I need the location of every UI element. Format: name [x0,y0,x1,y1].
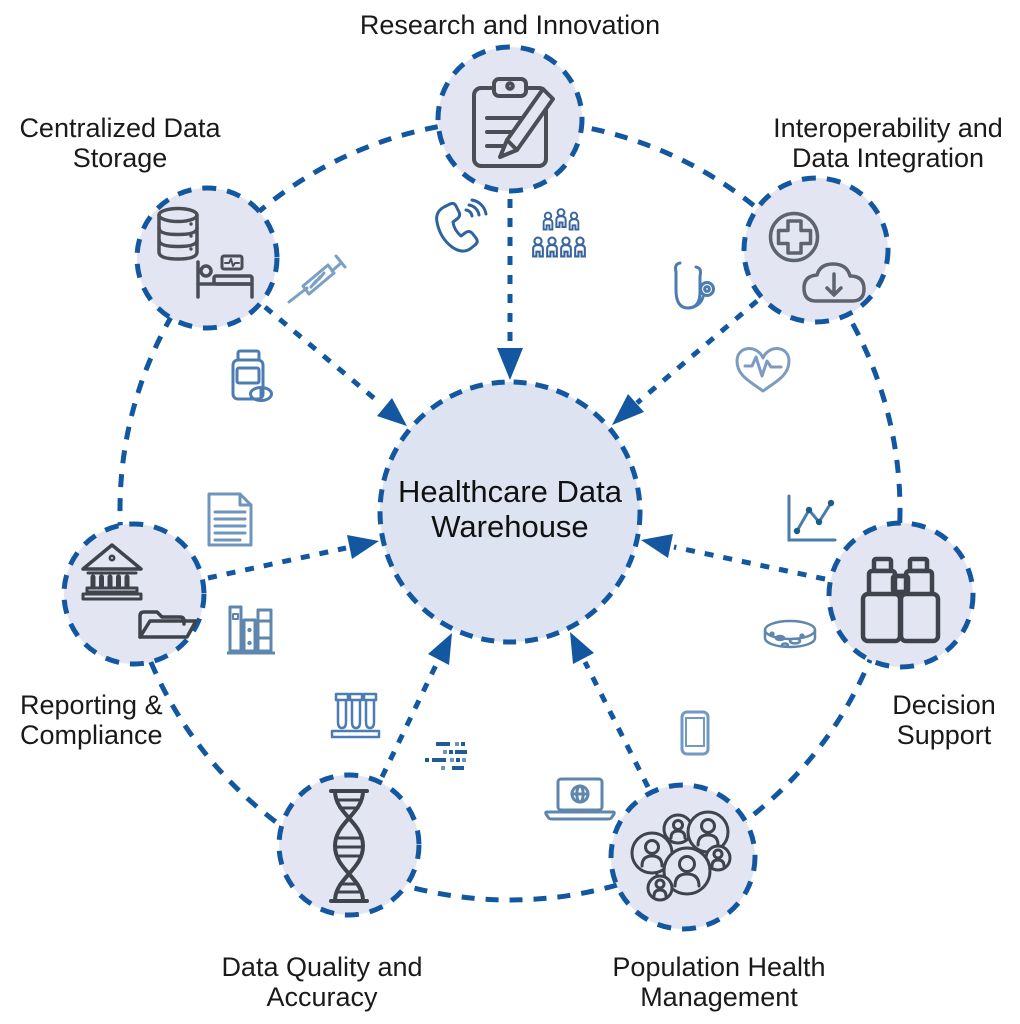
arrowhead-storage [377,398,407,426]
hub-label: Healthcare Data Warehouse [397,474,622,544]
arrowhead-population [570,632,594,664]
arrowhead-quality [428,633,452,665]
syringe-icon [287,254,347,304]
node-label-storage: Centralized Data Storage [19,113,221,173]
petri-dish-icon [763,619,817,649]
medical-cross-cloud-download-icon [768,211,866,303]
telephone-icon [435,198,488,253]
node-label-decision: Decision Support [892,690,996,750]
arrow-line-interoperability [635,299,759,405]
laptop-globe-icon [544,777,616,821]
books-icon [227,605,275,655]
node-label-research: Research and Innovation [300,10,720,40]
node-circle-quality [276,772,422,918]
arrowhead-research [497,348,523,380]
dna-helix-icon [329,789,369,903]
data-dots-icon [425,742,467,770]
hub-circle [377,379,643,645]
node-label-quality: Data Quality and Accuracy [221,952,423,1012]
mobile-phone-icon [680,710,710,756]
binoculars-icon [860,556,941,644]
people-network-icon [630,810,732,902]
node-label-population: Population Health Management [612,952,826,1012]
connector-ring [117,117,903,903]
hub-arrows [207,199,826,789]
node-circle-storage [134,185,280,331]
stethoscope-icon [674,261,715,310]
arrowhead-reporting [347,535,379,559]
line-chart-icon [787,494,837,542]
test-tubes-icon [330,692,381,739]
node-label-interoperability: Interoperability and Data Integration [773,113,1003,173]
heart-ekg-icon [735,347,791,393]
arrow-line-quality [379,661,440,779]
arrowhead-decision [641,534,673,558]
people-group-icon [532,208,586,258]
document-icon [207,492,253,547]
arrow-line-population [582,660,651,789]
database-patient-bed-icon [157,206,254,299]
pill-bottle-icon [231,349,273,402]
hub-arrowheads [347,348,673,665]
arrow-line-reporting [207,545,347,581]
clipboard-pencil-icon [472,77,555,168]
node-label-reporting: Reporting & Compliance [20,690,163,750]
arrowhead-interoperability [612,394,644,425]
arrow-line-decision [673,544,826,582]
arrow-line-storage [263,305,383,406]
node-label-research-line1: Research and Innovation [359,10,661,40]
bank-folder-icon [81,543,198,639]
